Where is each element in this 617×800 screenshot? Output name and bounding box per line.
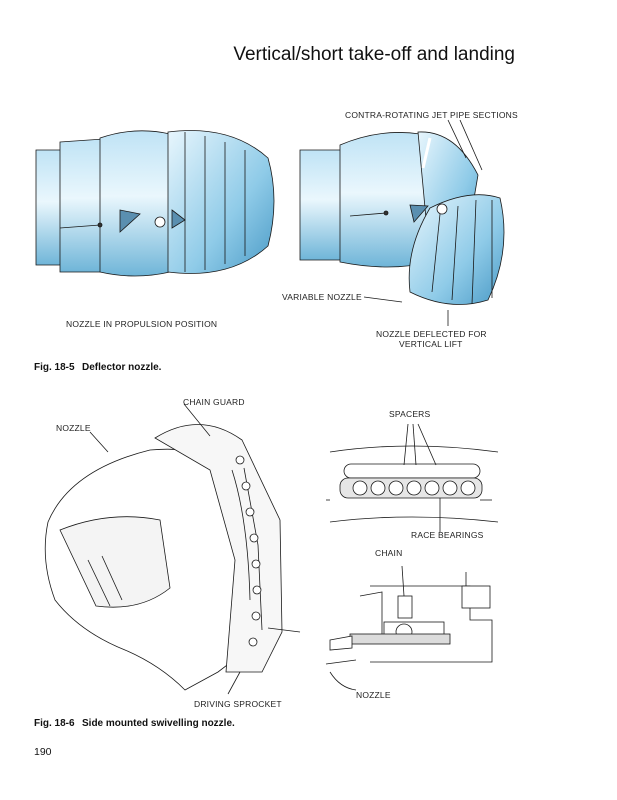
fig-18-6-title: Side mounted swivelling nozzle.	[82, 718, 235, 729]
label-spacers: SPACERS	[389, 409, 431, 419]
fig-18-6-number: Fig. 18-6	[34, 718, 75, 729]
label-driving-sprocket: DRIVING SPROCKET	[194, 699, 282, 709]
bearing-detail-drawing	[326, 423, 499, 532]
label-chain: CHAIN	[375, 548, 403, 558]
page-header-title: Vertical/short take-off and landing	[233, 44, 515, 65]
chain-detail-drawing	[325, 565, 493, 691]
label-nozzle-propulsion-position: NOZZLE IN PROPULSION POSITION	[66, 319, 218, 329]
swivelling-nozzle-drawing	[44, 403, 301, 695]
label-race-bearings: RACE BEARINGS	[411, 530, 484, 540]
deflected-nozzle-drawing	[299, 131, 505, 305]
label-variable-nozzle: VARIABLE NOZZLE	[282, 292, 362, 302]
propulsion-nozzle-drawing	[35, 130, 275, 277]
fig-18-5-number: Fig. 18-5	[34, 362, 75, 373]
label-chain-guard: CHAIN GUARD	[183, 397, 245, 407]
fig-18-6-caption: Fig. 18-6 Side mounted swivelling nozzle.	[34, 718, 235, 729]
fig-18-5-title: Deflector nozzle.	[82, 362, 162, 373]
label-nozzle-deflected-line1: NOZZLE DEFLECTED FOR	[376, 329, 487, 339]
label-contra-rotating-sections: CONTRA-ROTATING JET PIPE SECTIONS	[345, 110, 518, 120]
page-number: 190	[34, 746, 52, 758]
label-nozzle-right: NOZZLE	[356, 690, 391, 700]
label-nozzle-left: NOZZLE	[56, 423, 91, 433]
fig5-leader-lines	[363, 119, 483, 326]
fig-18-5-caption: Fig. 18-5 Deflector nozzle.	[34, 362, 161, 373]
label-nozzle-deflected-line2: VERTICAL LIFT	[399, 339, 463, 349]
